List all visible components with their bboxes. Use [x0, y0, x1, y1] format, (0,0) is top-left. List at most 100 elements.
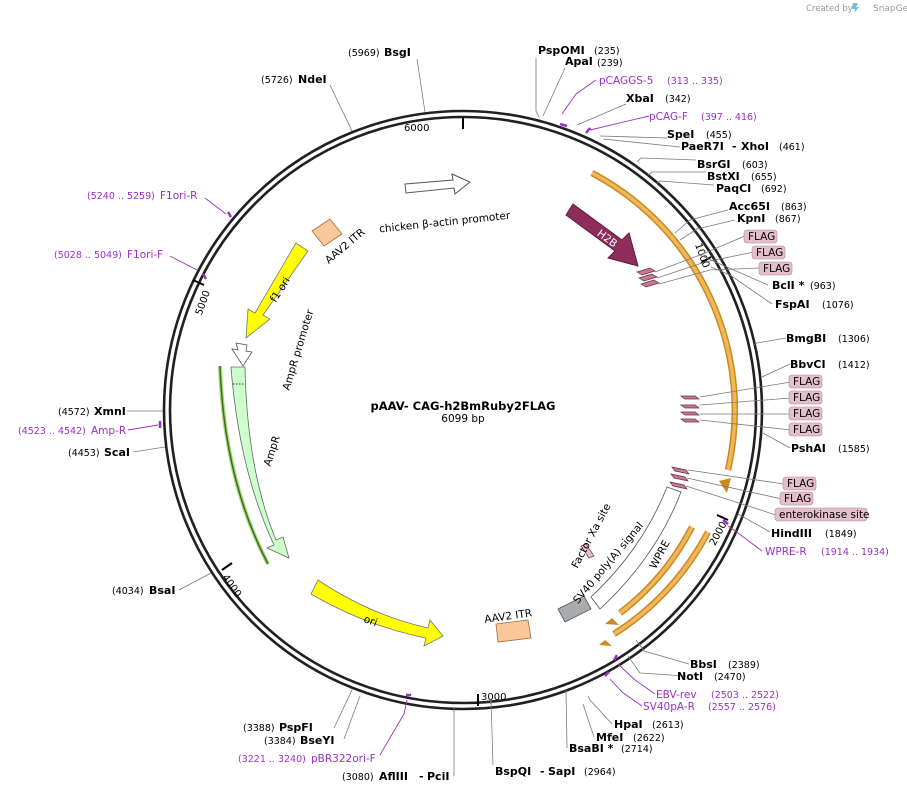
primer-marks — [158, 122, 729, 697]
enzyme-mfei[interactable]: MfeI — [596, 731, 623, 744]
flag-tag-5-label: FLAG — [793, 392, 820, 404]
enzyme-bbvci[interactable]: BbvCI — [790, 358, 826, 371]
enzyme-bsabi[interactable]: BsaBI * — [569, 742, 614, 755]
enzyme-pos-apai: (239) — [597, 58, 623, 69]
enzyme-xhoi[interactable]: XhoI — [741, 140, 769, 153]
primer-pcaggs5[interactable]: pCAGGS-5 — [599, 75, 653, 87]
flag-tag-3-label: FLAG — [763, 263, 790, 275]
enzyme-pos-bsai: (4034) — [112, 586, 144, 597]
plasmid-name: pAAV- CAG-h2BmRuby2FLAG — [371, 399, 556, 413]
enzyme-afliii[interactable]: AflIII — [379, 770, 408, 783]
flag-tag-4-label: FLAG — [793, 376, 820, 388]
enzyme-apai[interactable]: ApaI — [565, 55, 593, 68]
enzyme-name-bsgi[interactable]: BsgI — [384, 46, 411, 59]
primer-ampr[interactable]: Amp-R — [91, 425, 126, 437]
flag-tag-3[interactable]: FLAG — [758, 261, 793, 276]
snapgene-logo-icon — [852, 3, 859, 13]
flag-tag-6[interactable]: FLAG — [788, 406, 823, 421]
enzyme-pos-bcli: (963) — [810, 281, 836, 292]
enzyme-pspfi[interactable]: PspFI — [279, 721, 313, 734]
flag-tag-6-label: FLAG — [793, 408, 820, 420]
ampr-feature: AmpR — [230, 366, 290, 559]
enzyme-pos-spei: (455) — [706, 130, 732, 141]
primer-range-ebvrev: (2503 .. 2522) — [711, 690, 779, 701]
enzyme-sapi[interactable]: SapI — [548, 765, 575, 778]
flag-tag-5[interactable]: FLAG — [788, 390, 823, 405]
enzyme-pos-afliii: (3080) — [342, 772, 374, 783]
enzyme-leaders — [127, 58, 791, 776]
primer-range-f1orir: (5240 .. 5259) — [87, 191, 155, 202]
primer-f1orif[interactable]: F1ori-F — [127, 249, 163, 261]
aav2-itr-top-feature: AAV2 ITR — [311, 218, 367, 266]
ampr-promoter-label: AmpR promoter — [280, 308, 316, 392]
enzyme-bspqi[interactable]: BspQI — [495, 765, 531, 778]
enzyme-kpni[interactable]: KpnI — [737, 212, 765, 225]
enzyme-noti[interactable]: NotI — [677, 670, 703, 683]
enzyme-bsrgi[interactable]: BsrGI — [697, 158, 730, 171]
flag-tag-9[interactable]: FLAG — [779, 491, 814, 506]
flag-tag-4[interactable]: FLAG — [788, 374, 823, 389]
enzyme-hindiii[interactable]: HindIII — [771, 527, 812, 540]
primer-pcagf[interactable]: pCAG-F — [649, 111, 688, 123]
tick-label-5000: 5000 — [194, 289, 213, 317]
flag-markers — [636, 267, 701, 490]
primer-sv40par[interactable]: SV40pA-R — [643, 701, 695, 713]
enterokinase-tag[interactable]: enterokinase site — [774, 507, 870, 522]
enzyme-pspomi[interactable]: PspOMI — [538, 44, 585, 57]
flag-tag-1[interactable]: FLAG — [743, 229, 778, 244]
enzyme-fspai[interactable]: FspAI — [775, 298, 810, 311]
primer-pbr322orif[interactable]: pBR322ori-F — [311, 753, 376, 765]
cba-promoter-feature: chicken β-actin promoter — [379, 173, 511, 235]
flag-tag-7-label: FLAG — [793, 424, 820, 436]
primer-range-pcagf: (397 .. 416) — [701, 112, 757, 123]
enzyme-pos-xhoi: (461) — [779, 142, 805, 153]
mruby2-feature — [590, 170, 738, 493]
enzyme-scai[interactable]: ScaI — [104, 446, 130, 459]
enzyme-pos-fspai: (1076) — [822, 300, 854, 311]
enzyme-pos-xbai: (342) — [665, 94, 691, 105]
enzyme-bmgbi[interactable]: BmgBI — [786, 332, 826, 345]
flag-tag-8[interactable]: FLAG — [782, 476, 817, 491]
enzyme-xbai[interactable]: XbaI — [626, 92, 654, 105]
enzyme-bsgi[interactable]: BsgI — [384, 46, 411, 59]
enzyme-ndei[interactable]: NdeI — [298, 73, 327, 86]
enzyme-bstxi[interactable]: BstXI — [707, 170, 740, 183]
primer-range-wprer: (1914 .. 1934) — [821, 547, 889, 558]
f1-ori-feature: f1 ori — [245, 242, 309, 339]
aav2-itr-bottom-feature: AAV2 ITR — [484, 607, 533, 643]
flag-tag-8-label: FLAG — [787, 478, 814, 490]
primer-ebvrev[interactable]: EBV-rev — [656, 689, 697, 701]
enzyme-paqci[interactable]: PaqCI — [716, 182, 751, 195]
primer-range-f1orif: (5028 .. 5049) — [54, 250, 122, 261]
wpre-arc-feature — [599, 525, 711, 646]
enzyme-bsai[interactable]: BsaI — [149, 584, 175, 597]
enzyme-paer7i[interactable]: PaeR7I — [681, 140, 724, 153]
enzyme-spei[interactable]: SpeI — [667, 128, 694, 141]
enzyme-hpai[interactable]: HpaI — [614, 718, 643, 731]
tick-label-3000: 3000 — [481, 692, 506, 703]
enzyme-pcii[interactable]: PciI — [427, 770, 449, 783]
flag-tag-1-label: FLAG — [748, 231, 775, 243]
enzyme-bcli[interactable]: BclI * — [772, 279, 805, 292]
enzyme-pshai[interactable]: PshAI — [791, 442, 826, 455]
enzyme-acc65i[interactable]: Acc65I — [729, 200, 770, 213]
flag-tag-7[interactable]: FLAG — [788, 422, 823, 437]
enzyme-pos-bmgbi: (1306) — [838, 334, 870, 345]
enzyme-xmni[interactable]: XmnI — [94, 405, 126, 418]
enzyme-separator-afliii: - — [419, 770, 424, 783]
primer-f1orir[interactable]: F1ori-R — [160, 190, 197, 202]
enzyme-pos-bsrgi: (603) — [742, 160, 768, 171]
enzyme-bseyi[interactable]: BseYI — [300, 734, 334, 747]
ori-label: ori — [362, 613, 379, 629]
enzyme-separator-bspqi: - — [540, 765, 545, 778]
tick-label-6000: 6000 — [404, 123, 429, 134]
enzyme-bbsi[interactable]: BbsI — [690, 658, 717, 671]
primer-wprer[interactable]: WPRE-R — [765, 546, 807, 558]
enzyme-pos-hpai: (2613) — [652, 720, 684, 731]
enzyme-pos-bbvci: (1412) — [838, 360, 870, 371]
ampr-primer-arc — [218, 365, 270, 565]
enzyme-pos-xmni: (4572) — [58, 407, 90, 418]
flag-tag-2[interactable]: FLAG — [751, 245, 786, 260]
primer-range-pbr322orif: (3221 .. 3240) — [238, 754, 306, 765]
